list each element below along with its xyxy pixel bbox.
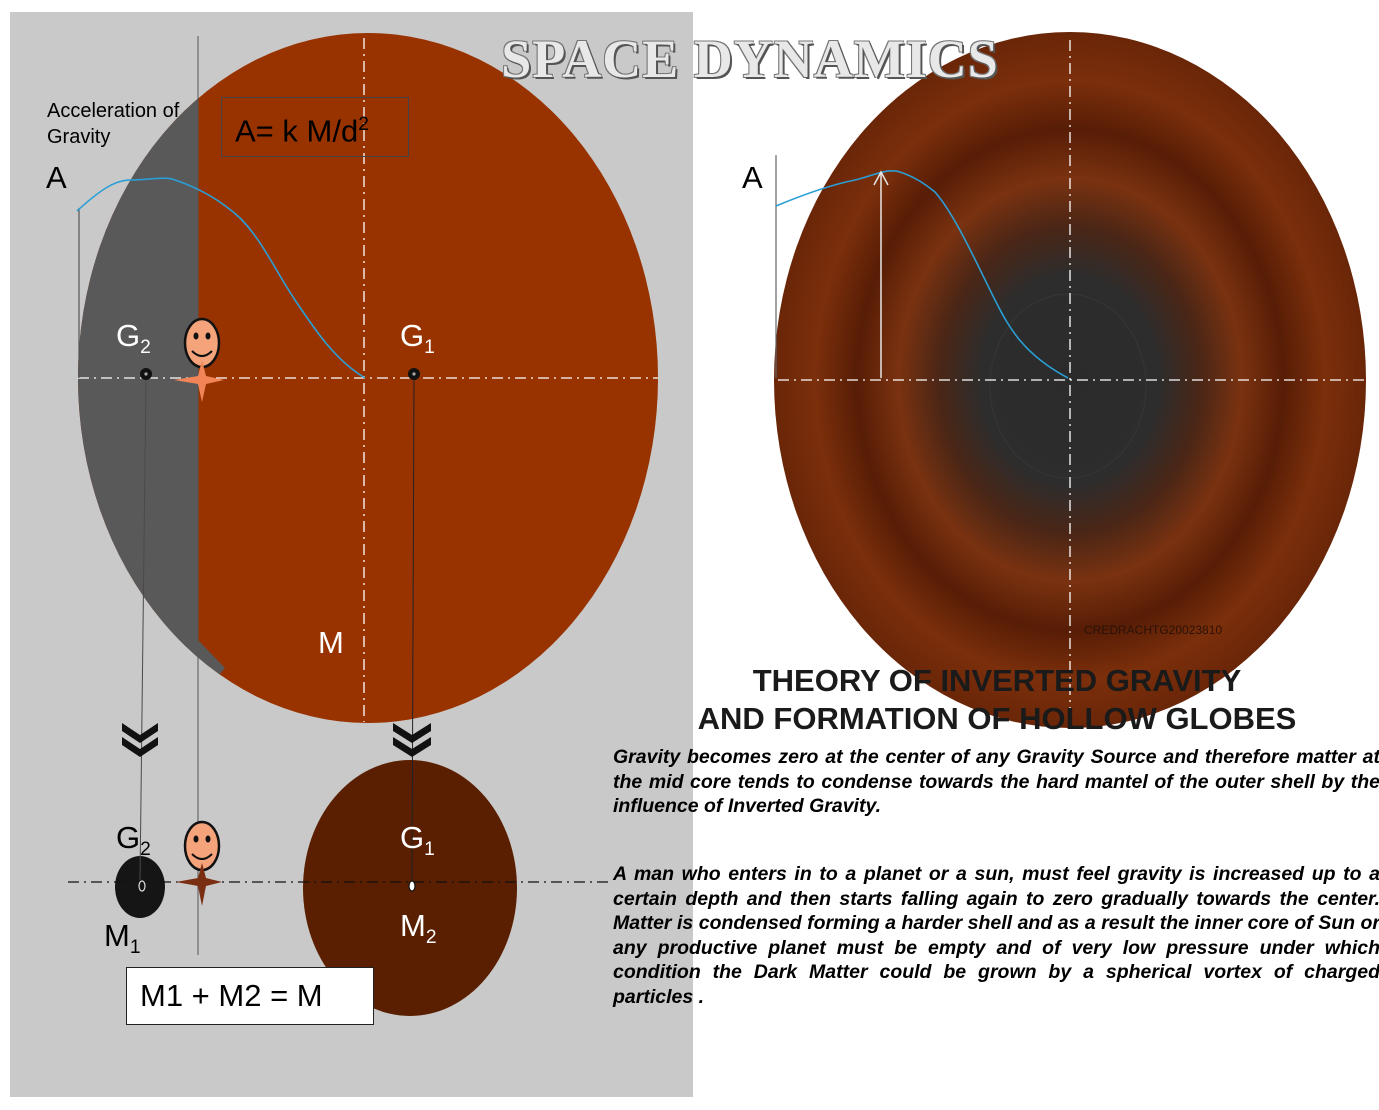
page-title: SPACE DYNAMICS bbox=[501, 29, 999, 89]
axis-label-a-left: A bbox=[46, 160, 67, 195]
globe-m1 bbox=[115, 856, 165, 918]
label-g1: G1 bbox=[400, 318, 435, 359]
label-g1-lower: G1 bbox=[400, 820, 435, 861]
acceleration-label: Acceleration of Gravity bbox=[47, 100, 180, 148]
acceleration-curve-left bbox=[76, 177, 366, 379]
label-g2-lower: G2 bbox=[116, 820, 151, 861]
up-arrow bbox=[873, 170, 889, 378]
formula-box bbox=[221, 97, 409, 157]
mass-sum-equation: M1 + M2 = M bbox=[140, 978, 323, 1013]
projection-line-g2 bbox=[139, 377, 147, 881]
inner-core bbox=[989, 293, 1147, 479]
credit-watermark: CREDRACHTG20023810 bbox=[1084, 623, 1223, 637]
smiley-man-icon bbox=[174, 317, 224, 402]
label-m2: M2 bbox=[400, 908, 437, 949]
gravity-formula: A= k M/d2 bbox=[235, 113, 369, 149]
paragraph-1: Gravity becomes zero at the center of an… bbox=[613, 746, 1379, 818]
point-m2 bbox=[408, 880, 416, 892]
chevron-down-icon-left bbox=[122, 723, 158, 757]
acceleration-curve-right bbox=[775, 170, 1069, 379]
paragraph-2: A man who enters in to a planet or a sun… bbox=[613, 863, 1379, 1008]
smiley-man-small-icon bbox=[176, 820, 222, 906]
point-g1 bbox=[408, 368, 420, 380]
label-g2: G2 bbox=[116, 318, 151, 359]
mass-sum-box bbox=[126, 967, 374, 1025]
axis-label-a-right: A bbox=[742, 160, 763, 195]
label-m1: M1 bbox=[104, 918, 141, 959]
projection-line-g1 bbox=[411, 377, 415, 881]
label-m: M bbox=[318, 625, 344, 660]
chevron-down-icon-right bbox=[393, 723, 431, 757]
theory-heading: THEORY OF INVERTED GRAVITY AND FORMATION… bbox=[697, 663, 1297, 736]
point-g2 bbox=[140, 368, 152, 380]
point-m1 bbox=[138, 880, 146, 892]
